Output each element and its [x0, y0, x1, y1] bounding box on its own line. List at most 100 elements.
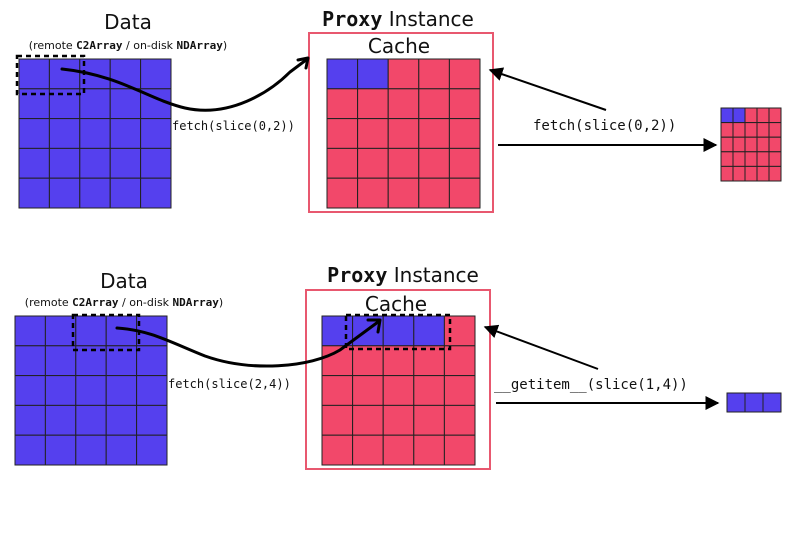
fetch-arrow: [115, 320, 380, 368]
cache-cell: [352, 345, 384, 377]
result-cell: [744, 151, 758, 167]
cache-cell: [326, 88, 359, 120]
cache-cell: [418, 88, 450, 120]
cache-cell: [321, 434, 354, 466]
result-cell: [732, 165, 746, 182]
data-cell: [79, 88, 111, 120]
cache-cell: [413, 434, 445, 466]
data-cell: [140, 147, 172, 179]
cache-cell: [418, 177, 450, 209]
cache-grid: [326, 58, 481, 209]
cache-cell: [413, 345, 445, 377]
cache-cell: [357, 118, 389, 149]
fetch-arrow: [60, 58, 308, 112]
result-cell: [756, 122, 770, 138]
cache-cell: [448, 58, 481, 90]
cache-cell: [387, 118, 420, 149]
data-cell: [136, 345, 168, 377]
result-cell: [720, 151, 734, 167]
cache-cell: [321, 315, 354, 347]
cache-cell: [321, 404, 354, 436]
data-cell: [75, 315, 107, 347]
data-cell: [44, 404, 77, 436]
cache-cell: [443, 375, 476, 406]
data-cell: [136, 375, 168, 406]
data-cell: [14, 404, 46, 436]
result-cell: [732, 151, 746, 167]
cache-cell: [443, 434, 476, 466]
cache-cell: [443, 404, 476, 436]
data-cell: [14, 434, 46, 466]
cache-cell: [448, 118, 481, 149]
result-cell: [720, 122, 734, 138]
cache-cell: [443, 345, 476, 377]
data-cell: [109, 118, 142, 149]
result-cell: [762, 392, 782, 413]
result-cell: [756, 107, 770, 124]
data-cell: [109, 88, 142, 120]
cache-cell: [413, 315, 445, 347]
result-cell: [744, 122, 758, 138]
request-arrow: [483, 324, 599, 370]
data-cell: [48, 58, 81, 90]
result-cell: [744, 107, 758, 124]
cache-cell: [387, 58, 420, 90]
data-cell: [44, 434, 77, 466]
cache-label: Cache: [368, 34, 430, 58]
source-data-grid: [14, 315, 168, 466]
data-cell: [79, 118, 111, 149]
data-cell: [44, 315, 77, 347]
cache-label: Cache: [365, 292, 427, 316]
proxy-instance-box: [305, 289, 491, 470]
source-selection: [15, 54, 86, 96]
panel-2: Data (remote C2Array / on-disk NDArray) …: [14, 263, 782, 470]
data-cell: [140, 177, 172, 209]
cache-cell: [352, 434, 384, 466]
cache-cell: [387, 88, 420, 120]
cache-cell: [326, 58, 359, 90]
data-cell: [14, 345, 46, 377]
cache-cell: [387, 147, 420, 179]
data-cell: [75, 404, 107, 436]
request-arrow: [488, 67, 607, 111]
call-label: fetch(slice(0,2)): [533, 118, 676, 134]
cache-cell: [382, 315, 415, 347]
data-cell: [109, 177, 142, 209]
result-cell: [732, 136, 746, 153]
fetch-label: fetch(slice(0,2)): [172, 119, 295, 133]
cache-selection: [344, 313, 452, 351]
data-cell: [136, 434, 168, 466]
data-cell: [140, 58, 172, 90]
call-label: __getitem__(slice(1,4)): [494, 377, 688, 393]
result-cell: [768, 122, 782, 138]
fetch-label: fetch(slice(2,4)): [168, 377, 291, 391]
data-cell: [18, 118, 50, 149]
cache-cell: [448, 177, 481, 209]
cache-cell: [326, 118, 359, 149]
cache-cell: [382, 375, 415, 406]
cache-cell: [418, 147, 450, 179]
source-data-grid: [18, 58, 172, 209]
result-cell: [768, 136, 782, 153]
data-cell: [75, 375, 107, 406]
result-cell: [720, 107, 734, 124]
result-cell: [744, 165, 758, 182]
data-cell: [109, 147, 142, 179]
cache-cell: [413, 375, 445, 406]
cache-cell: [357, 147, 389, 179]
proxy-instance-box: [308, 32, 494, 213]
data-subtitle: (remote C2Array / on-disk NDArray): [29, 39, 227, 52]
result-cell: [726, 392, 746, 413]
cache-cell: [357, 88, 389, 120]
cache-cell: [448, 88, 481, 120]
result-cell: [732, 107, 746, 124]
cache-cell: [382, 434, 415, 466]
cache-cell: [448, 147, 481, 179]
result-cell: [720, 136, 734, 153]
cache-cell: [352, 404, 384, 436]
proxy-title: Proxy Instance: [327, 263, 479, 287]
data-cell: [18, 177, 50, 209]
data-cell: [48, 147, 81, 179]
data-cell: [136, 404, 168, 436]
